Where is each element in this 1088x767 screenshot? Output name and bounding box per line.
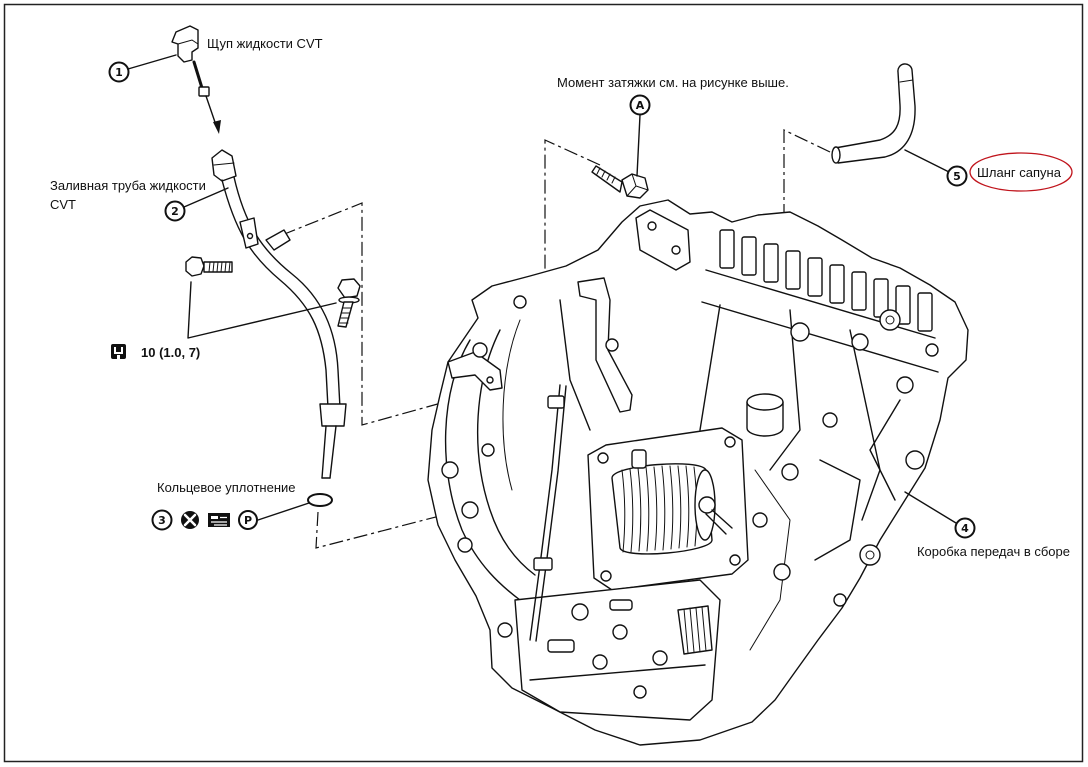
bolt-left bbox=[185, 256, 233, 277]
label-torque-note: Момент затяжки см. на рисунке выше. bbox=[557, 75, 789, 90]
torque-spec: 10 (1.0, 7) bbox=[111, 344, 200, 360]
svg-text:1: 1 bbox=[115, 66, 123, 79]
svg-text:5: 5 bbox=[953, 170, 961, 183]
callout-a-leader bbox=[636, 114, 641, 177]
valve-body bbox=[514, 579, 721, 721]
guide-rod bbox=[529, 384, 567, 642]
o-ring bbox=[307, 493, 333, 507]
svg-text:P: P bbox=[244, 514, 252, 527]
housing-ribs bbox=[701, 229, 939, 373]
label-transmission-assembly: Коробка передач в сборе bbox=[917, 544, 1070, 559]
callout-3-leader bbox=[257, 502, 310, 521]
callout-2-leader bbox=[183, 187, 229, 208]
filler-tube bbox=[211, 149, 347, 479]
torque-wrench-icon bbox=[111, 344, 126, 359]
label-filler-tube-line1: Заливная труба жидкости bbox=[50, 178, 206, 193]
callout-4-leader bbox=[904, 491, 957, 524]
svg-text:A: A bbox=[636, 99, 645, 112]
frame-border bbox=[3, 3, 1084, 763]
svg-text:4: 4 bbox=[961, 522, 969, 535]
svg-text:2: 2 bbox=[171, 205, 179, 218]
transmission-assembly bbox=[427, 199, 969, 746]
callout-5-leader bbox=[904, 149, 950, 173]
bolt-a bbox=[591, 165, 649, 199]
callout-a: A bbox=[629, 94, 651, 116]
callout-4: 4 bbox=[954, 517, 976, 539]
breather-hose bbox=[831, 63, 916, 164]
label-breather-hose: Шланг сапуна bbox=[977, 165, 1062, 180]
torque-value: 10 (1.0, 7) bbox=[141, 345, 200, 360]
callout-1: 1 bbox=[108, 61, 130, 83]
label-dipstick: Щуп жидкости CVT bbox=[207, 36, 323, 51]
housing-bolts bbox=[441, 295, 939, 638]
label-o-ring: Кольцевое уплотнение bbox=[157, 480, 296, 495]
svg-text:3: 3 bbox=[158, 514, 166, 527]
dipstick bbox=[171, 25, 221, 134]
callout-1-leader bbox=[127, 54, 177, 70]
finned-coil bbox=[611, 449, 733, 555]
fluid-apply-icon bbox=[208, 513, 230, 527]
callout-5: 5 bbox=[946, 165, 968, 187]
callout-2: 2 bbox=[164, 200, 186, 222]
callout-3: 3 bbox=[151, 509, 173, 531]
label-filler-tube-line2: CVT bbox=[50, 197, 76, 212]
p-circle-icon: P bbox=[238, 510, 258, 530]
bolt-right bbox=[337, 278, 361, 328]
breather-hose-highlight bbox=[969, 152, 1073, 192]
torque-leader-lines bbox=[187, 281, 337, 339]
x-circle-icon bbox=[181, 511, 199, 529]
